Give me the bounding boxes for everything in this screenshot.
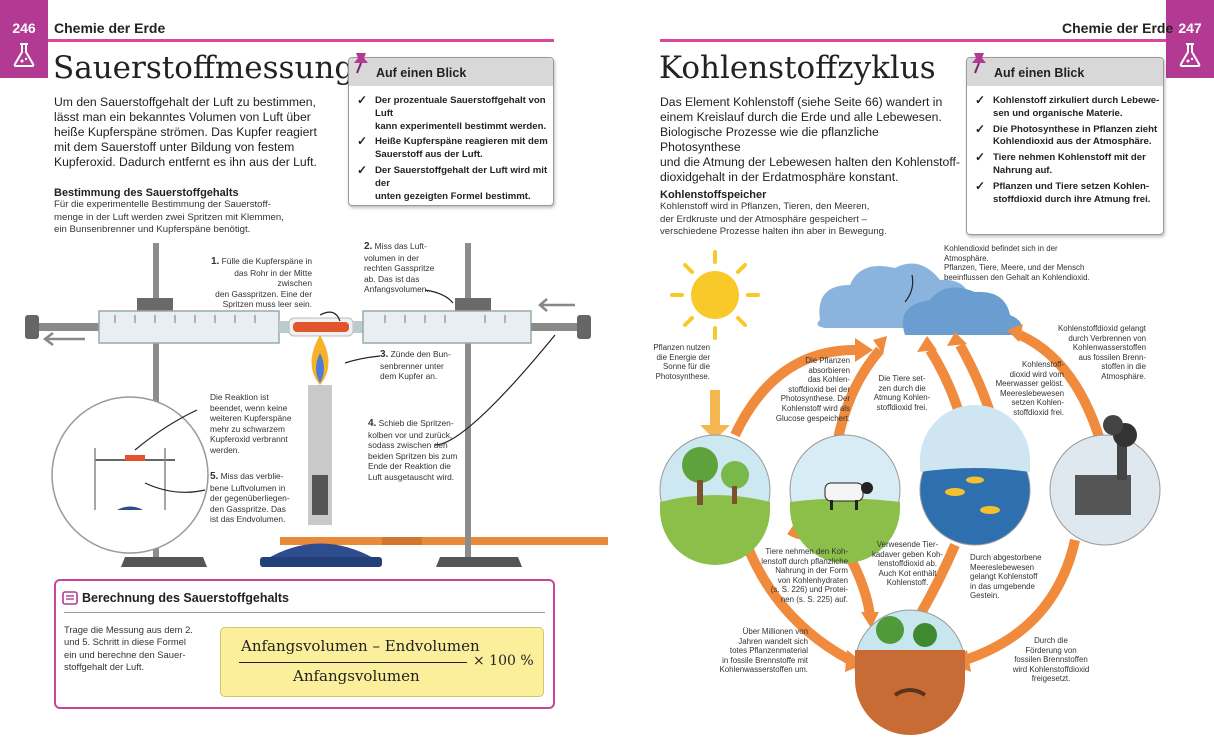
formula-numerator: Anfangsvolumen – Endvolumen (241, 637, 480, 655)
pushpin-icon (972, 53, 986, 74)
page-title: Kohlenstoffzyklus (659, 50, 936, 86)
check-icon: ✓ (975, 178, 986, 193)
running-head: Chemie der Erde (54, 20, 166, 36)
step-4-annotation: 4. Schieb die Spritzen-kolben vor und zu… (368, 418, 458, 482)
flask-icon (13, 43, 35, 67)
formula-denominator: Anfangsvolumen (293, 667, 420, 685)
food-chain-label: Tiere nehmen den Koh-lenstoff durch pfla… (761, 547, 848, 604)
cloud-icon (817, 263, 1023, 335)
apparatus-illustration (25, 243, 608, 567)
fraction-bar (239, 662, 467, 663)
check-icon: ✓ (975, 150, 986, 165)
header-rule (660, 39, 1166, 42)
at-a-glance-box: Auf einen Blick ✓Kohlenstoff zirkuliert … (966, 57, 1164, 235)
atmosphere-label: Kohlendioxid befindet sich in der Atmosp… (944, 244, 1090, 282)
check-icon: ✓ (357, 134, 368, 149)
flask-icon (1179, 43, 1201, 67)
pushpin-icon (354, 53, 368, 74)
method-section: Bestimmung des Sauerstoffgehalts Für die… (54, 187, 354, 237)
carbon-cycle-diagram (659, 250, 1161, 735)
soil-scene (854, 609, 966, 735)
decomposition-label: Verwesende Tier-kadaver geben Koh-lensto… (871, 540, 944, 588)
header-rule (48, 39, 554, 42)
page-number-tab-left: 246 (0, 0, 48, 78)
oxygen-formula: Anfangsvolumen – Endvolumen Anfangsvolum… (220, 627, 544, 697)
factory-scene (1049, 415, 1161, 546)
glance-item: ✓Der Sauerstoffgehalt der Luft wird mit … (357, 162, 548, 202)
glance-item: ✓Der prozentuale Sauerstoffgehalt von Lu… (357, 93, 547, 132)
section-subhead: Kohlenstoffspeicher (660, 189, 767, 201)
section-subhead: Bestimmung des Sauerstoffgehalts (54, 187, 239, 199)
calc-instructions: Trage die Messung aus dem 2.und 5. Schri… (64, 624, 193, 673)
calculator-icon (62, 591, 78, 605)
formula-factor: × 100 % (473, 653, 534, 669)
check-icon: ✓ (357, 93, 368, 107)
calculation-box: Berechnung des Sauerstoffgehalts Trage d… (54, 579, 555, 709)
running-head: Chemie der Erde (1062, 20, 1174, 36)
check-icon: ✓ (975, 93, 986, 107)
page-number: 246 (12, 20, 36, 36)
page-number: 247 (1178, 20, 1202, 36)
check-icon: ✓ (357, 162, 368, 177)
page-number-tab-right: 247 (1166, 0, 1214, 78)
glance-item: ✓Pflanzen und Tiere setzen Kohlen-stoffd… (975, 178, 1151, 205)
storage-section: Kohlenstoffspeicher Kohlenstoff wird in … (660, 189, 950, 239)
intro-text: Das Element Kohlenstoff (siehe Seite 66)… (660, 95, 960, 184)
cow-scene (789, 434, 901, 563)
check-icon: ✓ (975, 121, 986, 136)
glance-title: Auf einen Blick (994, 66, 1085, 80)
page-title: Sauerstoffmessung (53, 50, 355, 86)
glance-item: ✓Kohlenstoff zirkuliert durch Lebewe-sen… (975, 93, 1160, 119)
trees-scene (659, 434, 771, 565)
at-a-glance-box: Auf einen Blick ✓Der prozentuale Sauerst… (348, 57, 554, 206)
glance-title: Auf einen Blick (376, 66, 467, 80)
calc-divider (64, 612, 545, 613)
sun-icon (670, 250, 760, 340)
ocean-scene (919, 405, 1031, 546)
intro-text: Um den Sauerstoffgehalt der Luft zu best… (54, 95, 317, 169)
calc-title: Berechnung des Sauerstoffgehalts (82, 591, 289, 605)
